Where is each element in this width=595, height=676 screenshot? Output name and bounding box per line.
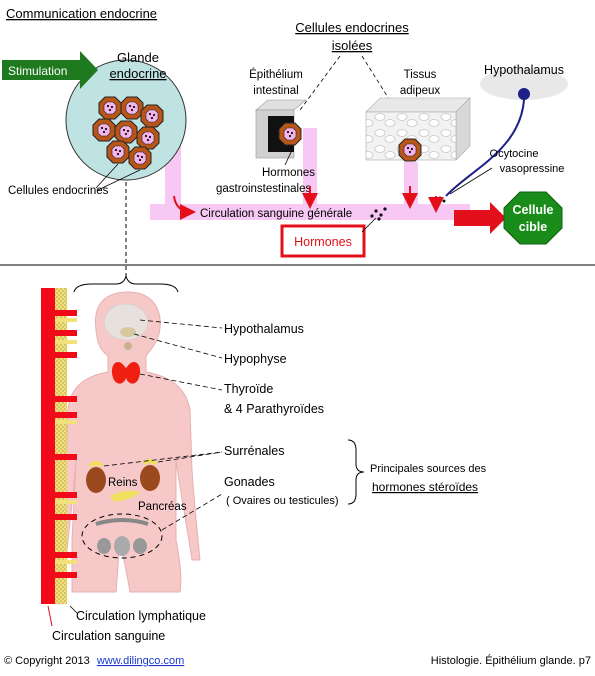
pituitary-organ (124, 342, 132, 350)
endocrine-cells-label: Cellules endocrines (8, 185, 109, 197)
hormones-box (280, 224, 366, 258)
right-kidney (140, 465, 160, 491)
gonads-organ (95, 518, 149, 556)
lymph-label: Circulation lymphatique (76, 609, 206, 623)
target-cell (503, 191, 563, 245)
isolated-cells-line2: isolées (332, 38, 373, 53)
endocrine-cells-pointer (95, 163, 119, 189)
adrenal-pointer-right (157, 451, 223, 463)
adipose-endocrine-cell (398, 138, 422, 162)
copyright-text: © Copyright 2013 (4, 655, 90, 667)
lymph-pointer (69, 605, 79, 615)
neurohormone-granules (436, 196, 446, 205)
pancreas-organ (110, 490, 140, 502)
thyroid-organ (111, 362, 141, 384)
left-kidney (86, 467, 106, 493)
blood-circulation-label: Circulation sanguine générale (200, 208, 352, 220)
body-bracket (73, 275, 179, 293)
endocrine-gland (65, 59, 187, 181)
thyroid-label-line2: & 4 Parathyroïdes (224, 402, 324, 416)
blood-label: Circulation sanguine (52, 629, 165, 643)
gonads-pointer (161, 493, 223, 531)
hormones-label: Hormones (294, 235, 352, 249)
gland-label-line1: Glande (117, 50, 159, 65)
epithelium-label-line1: Épithélium (249, 68, 303, 81)
oxytocin-pointer (449, 167, 493, 195)
epithelium-label-line2: intestinal (253, 85, 298, 97)
oxytocin-label-line1: Ocytocine (490, 148, 539, 160)
target-cell-line2: cible (519, 220, 548, 234)
hypothalamus-neuron (518, 88, 530, 100)
thyroid-pointer (139, 373, 223, 391)
kidneys-label: Reins (108, 477, 138, 489)
target-cell-line1: Cellule (513, 203, 554, 217)
hormones-pointer (361, 217, 377, 233)
footer-copyright: © Copyright 2013 www.dilingco.com (4, 655, 184, 667)
gi-hormones-pointer (284, 149, 293, 166)
endocrine-cells-pointer-2 (97, 169, 141, 191)
hypophyse-label: Hypophyse (224, 352, 287, 366)
hypothalamus-top-label: Hypothalamus (484, 63, 564, 77)
stimulation-label: Stimulation (8, 64, 67, 78)
footer-link[interactable]: www.dilingco.com (96, 655, 184, 667)
gonads-label-line1: Gonades (224, 475, 275, 489)
oxytocin-label-line2: vasopressine (500, 163, 565, 175)
left-adrenal (88, 461, 104, 468)
human-body (59, 291, 201, 593)
hypothalamus-organ (120, 327, 136, 337)
section-title: Communication endocrine (6, 6, 157, 21)
gonads-outline (81, 513, 163, 559)
gi-hormones-line1: Hormones (262, 167, 315, 179)
right-adrenal (142, 459, 158, 466)
gland-label-line2: endocrine (109, 66, 166, 81)
gonads-label-line2: ( Ovaires ou testicules) (226, 495, 338, 507)
hormone-granules (370, 207, 387, 221)
blood-pointer (47, 605, 53, 627)
steroid-label-line2: hormones stéroïdes (372, 480, 478, 494)
isolated-cells-line1: Cellules endocrines (295, 20, 409, 35)
adrenal-label: Surrénales (224, 444, 284, 458)
hypothalamus-pointer (139, 319, 223, 329)
target-arrow (454, 202, 506, 234)
pancreas-label: Pancréas (138, 501, 187, 513)
intestinal-endocrine-cell (278, 122, 302, 146)
footer-page-ref: Histologie. Épithélium glande. p7 (431, 654, 591, 667)
stimulation-arrow (2, 51, 98, 89)
gland-flow-arrow (173, 195, 196, 220)
hypothalamus-shape (480, 68, 568, 100)
hypophyse-pointer (133, 333, 223, 359)
adrenal-pointer-left (103, 451, 223, 467)
adipose-label-line1: Tissus (404, 69, 437, 81)
gi-hormones-line2: gastroinstestinales (216, 183, 311, 195)
blood-lymph-bar (41, 288, 77, 604)
thyroid-label-line1: Thyroïde (224, 382, 273, 396)
steroid-label-line1: Principales sources des (370, 463, 487, 475)
isolated-pointer-left (299, 55, 341, 111)
neurosecretory-axon (445, 99, 525, 197)
hypothalamus-label: Hypothalamus (224, 322, 304, 336)
adipose-label-line2: adipeux (400, 85, 441, 97)
steroid-brace (347, 439, 365, 505)
